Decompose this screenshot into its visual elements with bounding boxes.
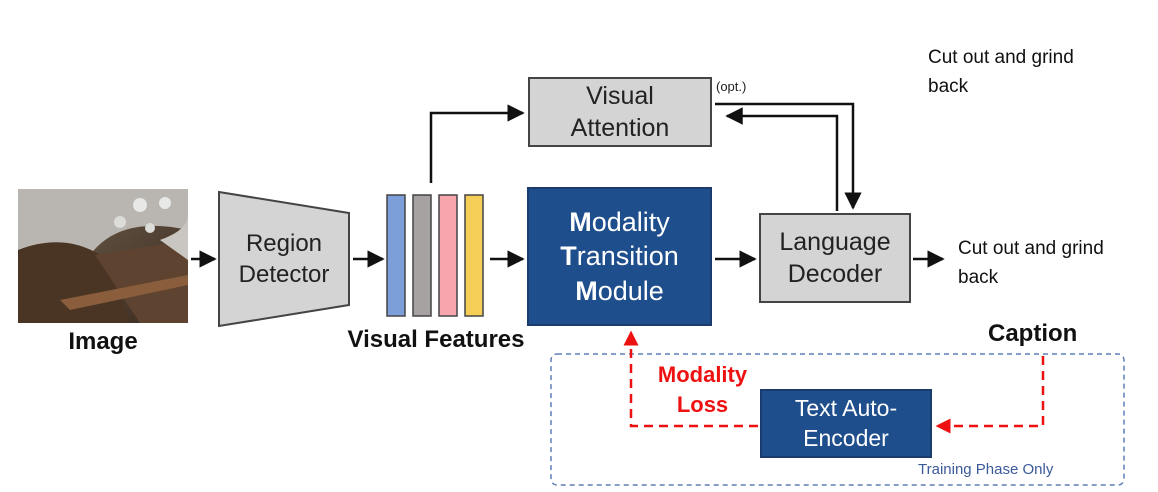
visual-attention-line1: Visual	[586, 81, 654, 110]
feature-bar-pink	[438, 194, 458, 317]
modality-loss-line1: Modality	[657, 362, 748, 387]
arrow-attention-to-decoder	[715, 102, 862, 210]
optional-label: (opt.)	[716, 79, 747, 94]
training-phase-region	[550, 353, 1125, 486]
mtm-word-1-rest: odality	[591, 206, 670, 237]
mtm-word-1-cap: M	[569, 206, 592, 237]
input-image	[18, 189, 188, 323]
language-decoder-line2: Decoder	[787, 260, 883, 288]
modality-loss-line2: Loss	[676, 391, 729, 417]
modality-loss-label: Modality Loss	[640, 360, 765, 419]
feature-bar-yellow	[464, 194, 484, 317]
caption-label: Caption	[988, 320, 1078, 347]
modality-transition-module-box: Modality Transition Module	[527, 187, 712, 326]
mtm-word-3: Module	[575, 274, 664, 309]
text-auto-encoder-box: Text Auto- Encoder	[760, 389, 932, 458]
mtm-word-3-cap: M	[575, 275, 598, 306]
language-decoder-line1: Language	[779, 227, 891, 256]
arrow-caption-to-encoder	[935, 356, 1045, 434]
image-label: Image	[68, 328, 138, 355]
text-auto-encoder-line1: Text Auto-	[794, 394, 898, 421]
region-detector-line2: Detector	[238, 261, 330, 288]
note-right-line2: back	[958, 266, 999, 288]
arrow-decoder-to-attention	[725, 107, 839, 211]
mtm-word-1: Modality	[569, 205, 670, 240]
mtm-word-3-rest: odule	[597, 275, 664, 306]
text-auto-encoder-line2: Encoder	[803, 424, 889, 451]
note-top-line1: Cut out and grind	[928, 47, 1074, 68]
feature-bar-blue	[386, 194, 406, 317]
visual-attention-line2: Attention	[570, 114, 670, 142]
visual-features-label: Visual Features	[347, 326, 525, 353]
region-detector-line1: Region	[245, 229, 323, 257]
region-detector-label: Region Detector	[219, 213, 349, 305]
mtm-word-2-cap: T	[560, 241, 577, 272]
note-right: Cut out and grind back	[958, 235, 1104, 292]
language-decoder-box: Language Decoder	[759, 213, 911, 303]
arrow-encoder-to-mtm	[623, 330, 758, 428]
mtm-word-2-rest: ransition	[576, 241, 679, 272]
note-top-line2: back	[928, 75, 969, 97]
mtm-word-2: Transition	[560, 239, 679, 274]
training-phase-label: Training Phase Only	[918, 461, 1054, 478]
arrow-features-to-attention	[429, 104, 525, 183]
region-detector-shape	[218, 190, 350, 328]
visual-attention-box: Visual Attention	[528, 77, 712, 147]
feature-bar-gray	[412, 194, 432, 317]
note-top: Cut out and grind back	[928, 44, 1074, 101]
note-right-line1: Cut out and grind	[958, 238, 1104, 259]
